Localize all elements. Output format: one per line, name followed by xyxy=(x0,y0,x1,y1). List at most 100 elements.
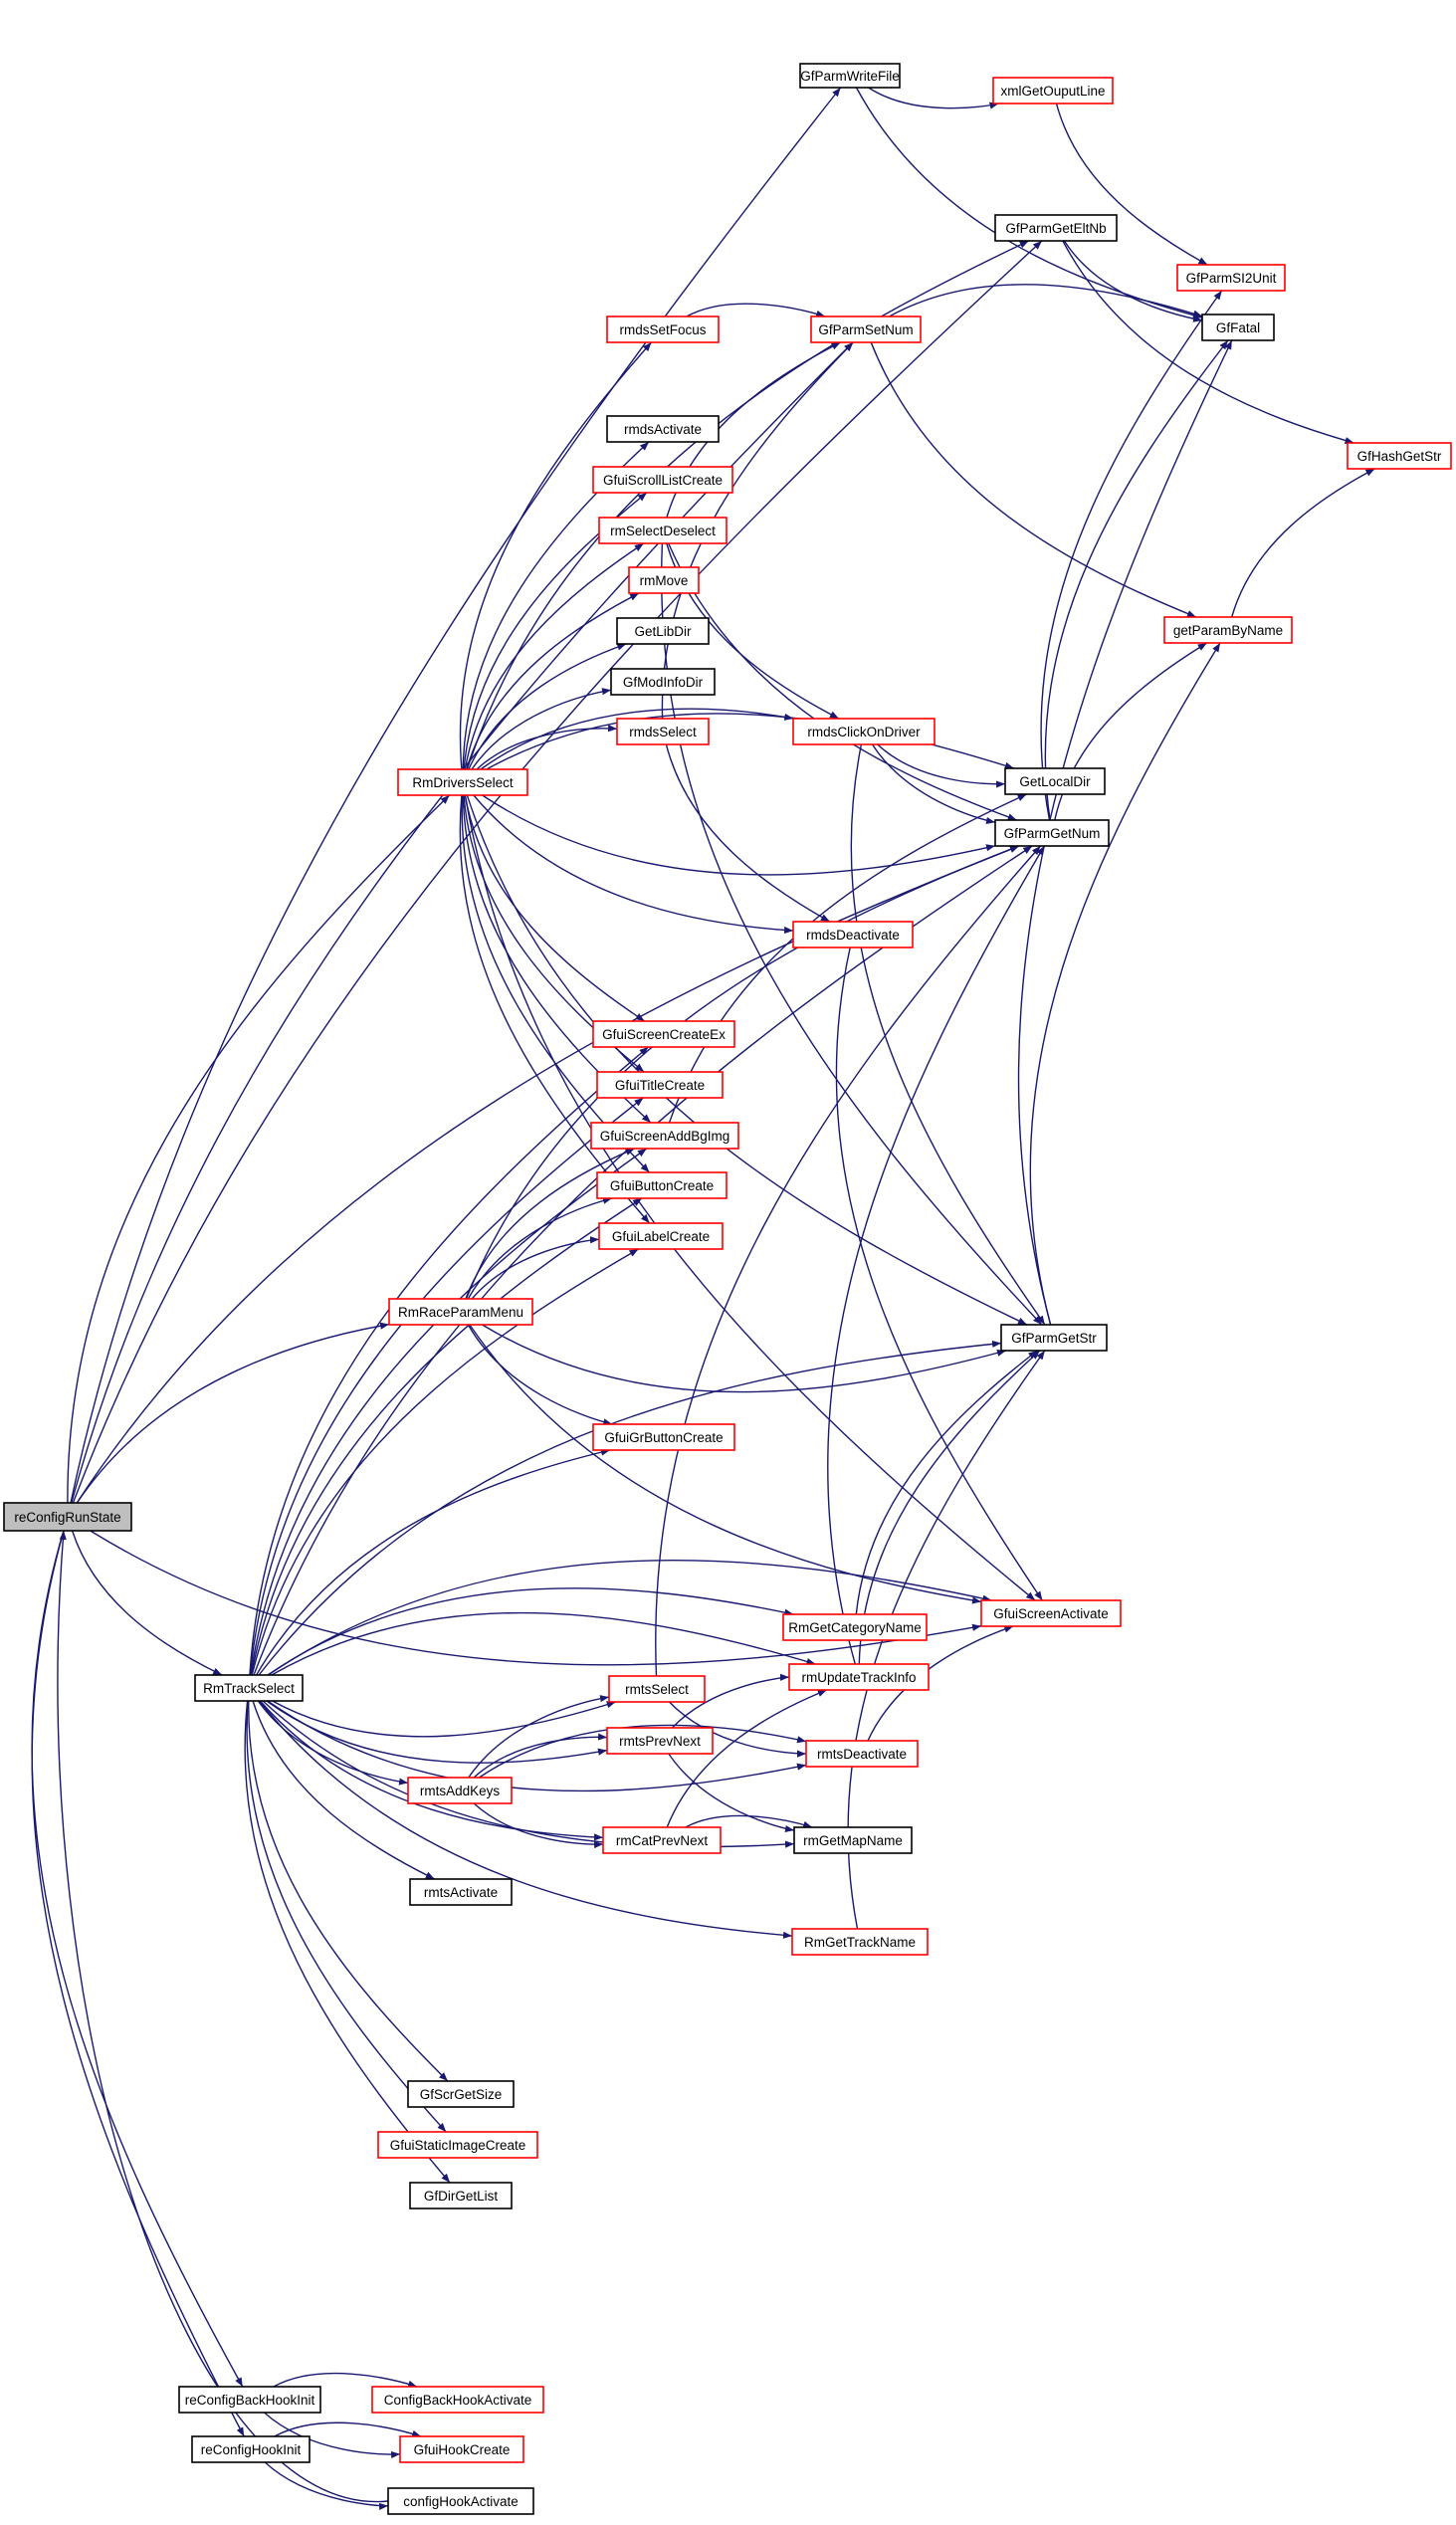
node-gf-scr-get-size[interactable]: GfScrGetSize xyxy=(407,2080,515,2108)
node-rm-get-track-name[interactable]: RmGetTrackName xyxy=(791,1928,929,1956)
node-rm-track-select[interactable]: RmTrackSelect xyxy=(194,1674,304,1702)
node-gf-parm-get-num[interactable]: GfParmGetNum xyxy=(994,819,1110,847)
node-rmds-click-on-driver[interactable]: rmdsClickOnDriver xyxy=(792,718,936,745)
node-box[interactable] xyxy=(628,566,700,594)
node-gf-dir-get-list[interactable]: GfDirGetList xyxy=(409,2182,513,2209)
node-box[interactable] xyxy=(592,1020,735,1048)
node-box[interactable] xyxy=(377,2131,538,2159)
node-box[interactable] xyxy=(1201,314,1275,341)
node-box[interactable] xyxy=(397,768,528,796)
node-rmts-activate[interactable]: rmtsActivate xyxy=(409,1878,513,1906)
node-box[interactable] xyxy=(810,316,922,343)
node-box[interactable] xyxy=(592,466,733,494)
node-gf-parm-get-str[interactable]: GfParmGetStr xyxy=(1000,1324,1108,1352)
node-get-local-dir[interactable]: GetLocalDir xyxy=(1004,767,1106,795)
node-box[interactable] xyxy=(1000,1324,1108,1352)
node-box[interactable] xyxy=(194,1674,304,1702)
node-box[interactable] xyxy=(590,1122,739,1150)
node-box[interactable] xyxy=(592,1423,735,1451)
node-rmds-deactivate[interactable]: rmdsDeactivate xyxy=(792,921,914,948)
node-gfui-gr-button-create[interactable]: GfuiGrButtonCreate xyxy=(592,1423,735,1451)
node-gf-parm-get-elt-nb[interactable]: GfParmGetEltNb xyxy=(994,214,1118,242)
node-box[interactable] xyxy=(606,316,720,343)
node-rm-move[interactable]: rmMove xyxy=(628,566,700,594)
node-rm-race-param-menu[interactable]: RmRaceParamMenu xyxy=(388,1298,533,1326)
node-config-back-hook-activate[interactable]: ConfigBackHookActivate xyxy=(371,2386,544,2414)
node-box[interactable] xyxy=(1176,264,1286,292)
node-box[interactable] xyxy=(792,921,914,948)
node-config-hook-activate[interactable]: configHookActivate xyxy=(387,2487,534,2515)
node-box[interactable] xyxy=(602,1826,722,1854)
node-re-config-run-state[interactable]: reConfigRunState xyxy=(3,1502,132,1532)
node-rm-cat-prev-next[interactable]: rmCatPrevNext xyxy=(602,1826,722,1854)
node-box[interactable] xyxy=(598,1222,724,1250)
node-box[interactable] xyxy=(1004,767,1106,795)
node-gf-parm-write-file[interactable]: GfParmWriteFile xyxy=(799,63,901,89)
node-gf-parm-set-num[interactable]: GfParmSetNum xyxy=(810,316,922,343)
node-xml-get-ouput-line[interactable]: xmlGetOuputLine xyxy=(992,77,1114,105)
node-box[interactable] xyxy=(608,1675,706,1703)
node-box[interactable] xyxy=(606,1727,714,1755)
node-rm-get-map-name[interactable]: rmGetMapName xyxy=(793,1826,913,1854)
node-gfui-title-create[interactable]: GfuiTitleCreate xyxy=(596,1071,724,1099)
node-get-lib-dir[interactable]: GetLibDir xyxy=(616,617,710,645)
node-rmds-select[interactable]: rmdsSelect xyxy=(616,718,710,745)
node-box[interactable] xyxy=(799,63,901,89)
node-gf-mod-info-dir[interactable]: GfModInfoDir xyxy=(610,668,716,696)
node-gfui-static-image-create[interactable]: GfuiStaticImageCreate xyxy=(377,2131,538,2159)
node-gf-hash-get-str[interactable]: GfHashGetStr xyxy=(1347,442,1452,470)
node-box[interactable] xyxy=(598,517,728,544)
node-gfui-hook-create[interactable]: GfuiHookCreate xyxy=(399,2435,524,2463)
node-re-config-hook-init[interactable]: reConfigHookInit xyxy=(191,2435,311,2463)
node-box[interactable] xyxy=(992,77,1114,105)
node-re-config-back-hook-init[interactable]: reConfigBackHookInit xyxy=(178,2386,321,2414)
node-gf-fatal[interactable]: GfFatal xyxy=(1201,314,1275,341)
node-box[interactable] xyxy=(371,2386,544,2414)
node-box[interactable] xyxy=(409,1878,513,1906)
node-box[interactable] xyxy=(994,819,1110,847)
node-rmts-add-keys[interactable]: rmtsAddKeys xyxy=(407,1777,513,1804)
node-box[interactable] xyxy=(980,1599,1122,1627)
node-gfui-scroll-list-create[interactable]: GfuiScrollListCreate xyxy=(592,466,733,494)
node-box[interactable] xyxy=(596,1071,724,1099)
node-box[interactable] xyxy=(792,718,936,745)
node-rm-select-deselect[interactable]: rmSelectDeselect xyxy=(598,517,728,544)
node-rmts-select[interactable]: rmtsSelect xyxy=(608,1675,706,1703)
node-box[interactable] xyxy=(791,1928,929,1956)
node-box[interactable] xyxy=(387,2487,534,2515)
node-get-param-by-name[interactable]: getParamByName xyxy=(1163,616,1293,644)
node-gfui-screen-activate[interactable]: GfuiScreenActivate xyxy=(980,1599,1122,1627)
node-box[interactable] xyxy=(616,718,710,745)
node-rm-get-category-name[interactable]: RmGetCategoryName xyxy=(782,1613,928,1641)
node-box[interactable] xyxy=(399,2435,524,2463)
node-gfui-screen-create-ex[interactable]: GfuiScreenCreateEx xyxy=(592,1020,735,1048)
node-box[interactable] xyxy=(606,415,720,443)
node-rmts-prev-next[interactable]: rmtsPrevNext xyxy=(606,1727,714,1755)
node-gfui-label-create[interactable]: GfuiLabelCreate xyxy=(598,1222,724,1250)
node-rm-update-track-info[interactable]: rmUpdateTrackInfo xyxy=(788,1663,930,1691)
node-box[interactable] xyxy=(388,1298,533,1326)
node-gf-parm-si2-unit[interactable]: GfParmSI2Unit xyxy=(1176,264,1286,292)
node-box[interactable] xyxy=(1163,616,1293,644)
node-box[interactable] xyxy=(596,1171,728,1199)
node-box[interactable] xyxy=(788,1663,930,1691)
node-rm-drivers-select[interactable]: RmDriversSelect xyxy=(397,768,528,796)
node-box[interactable] xyxy=(407,2080,515,2108)
node-box[interactable] xyxy=(793,1826,913,1854)
node-box[interactable] xyxy=(610,668,716,696)
node-box[interactable] xyxy=(407,1777,513,1804)
node-rmds-activate[interactable]: rmdsActivate xyxy=(606,415,720,443)
node-rmts-deactivate[interactable]: rmtsDeactivate xyxy=(805,1740,919,1768)
node-box[interactable] xyxy=(191,2435,311,2463)
node-box[interactable] xyxy=(178,2386,321,2414)
node-box[interactable] xyxy=(409,2182,513,2209)
node-box[interactable] xyxy=(616,617,710,645)
node-box[interactable] xyxy=(1347,442,1452,470)
node-box[interactable] xyxy=(994,214,1118,242)
node-box[interactable] xyxy=(782,1613,928,1641)
node-gfui-button-create[interactable]: GfuiButtonCreate xyxy=(596,1171,728,1199)
node-box[interactable] xyxy=(805,1740,919,1768)
node-box[interactable] xyxy=(3,1502,132,1532)
node-rmds-set-focus[interactable]: rmdsSetFocus xyxy=(606,316,720,343)
node-gfui-screen-add-bg-img[interactable]: GfuiScreenAddBgImg xyxy=(590,1122,739,1150)
